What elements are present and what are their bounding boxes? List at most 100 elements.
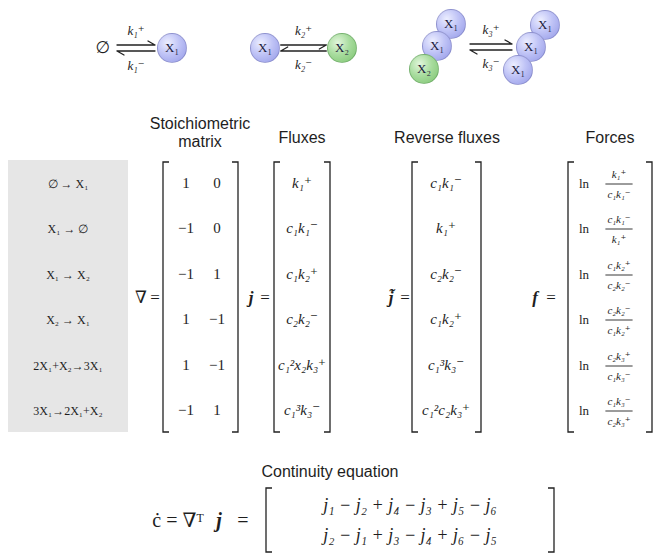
matrix-bracket — [548, 488, 554, 552]
force-numerator: c₁k₂⁺ — [607, 259, 630, 272]
matrix-entry: −1 — [178, 402, 194, 419]
flux-entry: k₁⁺ — [292, 175, 312, 192]
matrix-bracket — [412, 162, 418, 432]
empty-set-symbol: ∅ — [96, 38, 111, 58]
reverse-harpoon — [470, 50, 512, 54]
column-header: Forces — [586, 129, 635, 147]
reaction-text: 2X₁+X₂→3X₁ — [33, 359, 102, 374]
reverse-harpoon — [117, 51, 155, 55]
reverse-flux-entry: k₁⁺ — [436, 220, 456, 237]
equals-sign: = — [150, 288, 160, 308]
force-denominator: c₁k₃⁻ — [607, 370, 630, 383]
species-label: X₁ — [430, 38, 444, 54]
species-circle: X₂ — [327, 33, 357, 63]
matrix-bracket — [266, 488, 272, 552]
equals-sign: = — [546, 288, 556, 308]
forward-harpoon — [470, 40, 512, 44]
vector-symbol: j — [249, 288, 254, 308]
fraction-bar — [605, 366, 632, 367]
log-symbol: ln — [579, 177, 589, 192]
fraction-bar — [605, 320, 632, 321]
fraction-bar — [605, 229, 632, 230]
matrix-entry: 0 — [213, 220, 221, 237]
reverse-flux-entry: c₁³k₃⁻ — [428, 357, 464, 374]
reverse-flux-entry: c₁k₁⁻ — [430, 175, 462, 192]
equation-lhs: ċ = ∇ᵀ — [152, 509, 203, 532]
reverse-flux-entry: c₂k₂⁻ — [430, 266, 462, 283]
flux-entry: c₁³k₃⁻ — [284, 402, 320, 419]
section-header: Continuity equation — [262, 463, 399, 481]
reverse-flux-entry: c₁²c₂k₃⁺ — [422, 402, 470, 419]
force-numerator: c₂k₂⁻ — [607, 304, 630, 317]
fraction-bar — [605, 411, 632, 412]
species-label: X₁ — [258, 40, 272, 56]
flux-entry: c₁k₂⁺ — [286, 266, 318, 283]
force-denominator: c₂k₂⁻ — [607, 279, 630, 292]
vector-symbol: j — [216, 509, 222, 532]
column-header: Stoichiometric matrix — [134, 115, 266, 150]
species-circle: X₁ — [250, 33, 280, 63]
matrix-entry: 1 — [182, 357, 190, 374]
reaction-harpoon — [281, 47, 327, 51]
vector-symbol: j̃ — [389, 288, 394, 308]
rate-constant: k₃⁺ — [482, 23, 499, 38]
matrix-entry: −1 — [209, 311, 225, 328]
reaction-text: X₁ → ∅ — [48, 222, 89, 237]
force-denominator: c₂k₃⁺ — [607, 415, 630, 428]
matrix-entry: 1 — [182, 175, 190, 192]
matrix-bracket — [646, 162, 652, 432]
vector-symbol: f — [532, 288, 538, 308]
species-circle: X₁ — [157, 33, 187, 63]
column-header: Fluxes — [278, 129, 325, 147]
column-header: Reverse fluxes — [394, 129, 500, 147]
equals-sign: = — [237, 509, 248, 532]
force-denominator: c₁k₁⁻ — [607, 188, 630, 201]
log-symbol: ln — [579, 268, 589, 283]
matrix-entry: −1 — [178, 266, 194, 283]
force-denominator: c₁k₂⁺ — [607, 324, 630, 337]
equals-sign: = — [400, 288, 410, 308]
species-circle: X₁ — [503, 55, 533, 85]
species-label: X₂ — [417, 61, 431, 77]
matrix-bracket — [163, 162, 169, 432]
rate-constant: k₃⁻ — [482, 57, 499, 72]
rate-constant: k₂⁺ — [293, 24, 314, 39]
force-numerator: c₁k₃⁻ — [607, 395, 630, 408]
matrix-bracket — [324, 162, 330, 432]
matrix-symbol: ∇ — [135, 288, 147, 308]
matrix-entry: 1 — [213, 402, 221, 419]
matrix-entry: −1 — [209, 357, 225, 374]
matrix-bracket — [232, 162, 238, 432]
species-label: X₁ — [511, 62, 525, 78]
equals-sign: = — [260, 288, 270, 308]
matrix-bracket — [274, 162, 280, 432]
flux-entry: c₁k₁⁻ — [286, 220, 318, 237]
species-circle: X₂ — [409, 54, 439, 84]
reaction-text: ∅ → X₁ — [48, 177, 89, 192]
log-symbol: ln — [579, 222, 589, 237]
log-symbol: ln — [579, 404, 589, 419]
species-label: X₁ — [444, 16, 458, 32]
matrix-bracket — [568, 162, 574, 432]
matrix-entry: 0 — [213, 175, 221, 192]
rate-constant: k₂⁻ — [293, 58, 314, 73]
rate-constant: k₁⁺ — [127, 24, 144, 39]
matrix-entry: −1 — [178, 220, 194, 237]
flux-entry: c₂k₂⁻ — [286, 311, 318, 328]
equation-row: j₁ − j₂ + j₄ − j₃ + j₅ − j₆ — [323, 495, 496, 516]
fraction-bar — [605, 184, 632, 185]
forward-harpoon — [117, 41, 155, 45]
matrix-entry: 1 — [213, 266, 221, 283]
rate-constant: k₁⁻ — [127, 59, 144, 74]
log-symbol: ln — [579, 359, 589, 374]
species-label: X₁ — [165, 40, 179, 56]
reverse-flux-entry: c₁k₂⁺ — [430, 311, 462, 328]
reaction-text: 3X₁→2X₁+X₂ — [33, 404, 102, 419]
matrix-entry: 1 — [182, 311, 190, 328]
reaction-list-box: ∅ → X₁X₁ → ∅X₁ → X₂X₂ → X₁2X₁+X₂→3X₁3X₁→… — [8, 160, 128, 432]
species-label: X₁ — [524, 39, 538, 55]
species-label: X₁ — [538, 17, 552, 33]
species-label: X₂ — [335, 40, 349, 56]
force-numerator: c₂k₃⁺ — [607, 350, 630, 363]
